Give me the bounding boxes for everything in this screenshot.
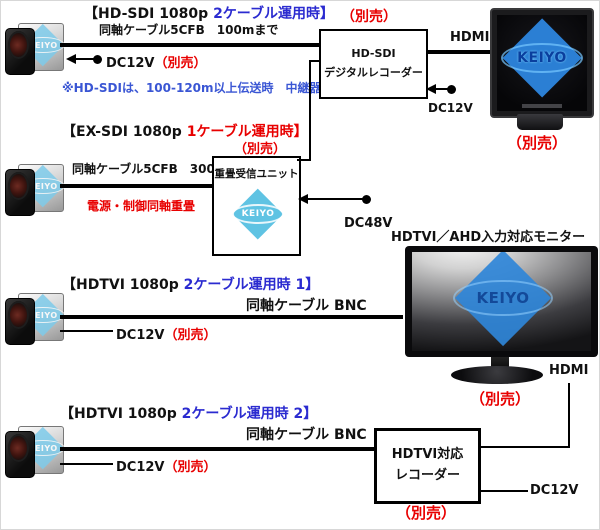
hdsdi-recorder-box: HD-SDI デジタルレコーダー: [319, 29, 428, 99]
monitor2-sold-separately: （別売）: [470, 390, 531, 408]
monitor1-sold-separately: （別売）: [507, 134, 568, 152]
section4-title: 【HDTVI 1080p 2ケーブル運用時 2】: [60, 403, 317, 423]
hdmi-label-2: HDMI: [549, 363, 589, 378]
keiyo-logo: KEIYO: [500, 18, 584, 98]
power-wire: [435, 88, 450, 90]
monitor2-stand-base: [451, 366, 543, 384]
unit-output-wire: [309, 60, 319, 62]
camera-graphic: KEIYO: [5, 426, 65, 478]
section1-title: 【HD-SDI 1080p 2ケーブル運用時】: [84, 3, 334, 23]
coax-cable-line-2: [60, 184, 213, 188]
recorder1-power-label: DC12V: [428, 101, 473, 115]
camera-graphic: KEIYO: [5, 293, 65, 345]
monitor-graphic-sdi: KEIYO: [490, 8, 594, 118]
monitor-graphic-hdtvi: KEIYO: [405, 246, 598, 357]
power-plug-icon: [362, 195, 371, 204]
camera3-power-label: DC12V（別売）: [116, 328, 217, 343]
recorder1-sold-separately: （別売）: [341, 9, 397, 25]
monitor1-brand-strip: [522, 104, 562, 108]
unit-sold-separately: （別売）: [234, 142, 287, 157]
section3-title: 【HDTVI 1080p 2ケーブル運用時 1】: [62, 274, 319, 294]
monitor2-title: HDTVI／AHD入力対応モニター: [391, 230, 586, 245]
recorder2-name-line1: HDTVI対応: [391, 447, 464, 463]
camera1-power-label: DC12V（別売）: [106, 56, 207, 71]
coax-cable-line-3: [60, 315, 403, 319]
power-plug-icon: [447, 85, 456, 94]
power-arrow-icon: [298, 194, 308, 204]
power-plug-icon: [93, 55, 102, 64]
section2-cable-label: 同軸ケーブル5CFB 300mまで: [72, 162, 252, 176]
power-arrow-icon: [426, 84, 436, 94]
power-wire: [60, 330, 113, 332]
recorder2-sold-separately: （別売）: [396, 504, 457, 522]
camera4-power-label: DC12V（別売）: [116, 460, 217, 475]
section3-title-model: 【HDTVI 1080p: [62, 277, 184, 293]
recorder2-name-line2: レコーダー: [394, 468, 460, 483]
monitor1-stand: [517, 114, 563, 130]
section4-cable-label: 同軸ケーブル BNC: [246, 427, 367, 443]
unit-output-wire: [309, 60, 311, 161]
coax-cable-line-1: [60, 43, 319, 47]
hdmi-cable-line-1: [426, 50, 490, 54]
monitor2-screen: KEIYO: [412, 252, 591, 351]
recorder1-name-line2: デジタルレコーダー: [324, 66, 423, 79]
camera-graphic: KEIYO: [5, 164, 65, 216]
power-wire: [478, 490, 528, 492]
hdmi-label-1: HDMI: [450, 30, 490, 45]
power-overlay-label: 電源・制御同軸重畳: [87, 199, 196, 213]
hdsdi-repeater-note: ※HD-SDIは、100-120m以上伝送時 中継器設置: [62, 81, 346, 95]
power-wire: [75, 58, 97, 60]
recorder2-power-label: DC12V: [530, 483, 579, 498]
keiyo-logo: KEIYO: [232, 188, 284, 240]
camera-graphic: KEIYO: [5, 23, 65, 75]
keiyo-logo: KEIYO: [453, 252, 553, 347]
section2-title-mode: 1ケーブル運用時】: [186, 124, 308, 140]
unit-power-label: DC48V: [344, 216, 393, 231]
coax-cable-line-4: [60, 447, 374, 451]
power-arrow-icon: [66, 54, 76, 64]
section1-title-mode: 2ケーブル運用時】: [213, 6, 334, 22]
section3-cable-label: 同軸ケーブル BNC: [246, 298, 367, 314]
hdmi-wire: [478, 446, 570, 448]
section1-cable-label: 同軸ケーブル5CFB 100mまで: [99, 23, 279, 37]
power-wire: [307, 198, 365, 200]
section4-title-mode: 2ケーブル運用時 2】: [181, 406, 318, 422]
section2-title: 【EX-SDI 1080p 1ケーブル運用時】: [62, 121, 308, 141]
multiplex-receiver-unit-box: 重畳受信ユニット KEIYO: [212, 156, 301, 256]
monitor1-screen: KEIYO: [497, 15, 587, 111]
hdtvi-recorder-box: HDTVI対応 レコーダー: [374, 428, 481, 504]
section1-title-model: 【HD-SDI 1080p: [84, 6, 214, 22]
recorder1-name-line1: HD-SDI: [351, 47, 396, 61]
section4-title-model: 【HDTVI 1080p: [60, 406, 182, 422]
power-wire: [60, 463, 113, 465]
camera-lens: [8, 31, 29, 59]
hdmi-wire: [568, 383, 570, 448]
unit-name: 重畳受信ユニット: [214, 168, 299, 180]
section2-title-model: 【EX-SDI 1080p: [62, 124, 187, 140]
section3-title-mode: 2ケーブル運用時 1】: [183, 277, 320, 293]
unit-output-wire: [297, 159, 311, 161]
